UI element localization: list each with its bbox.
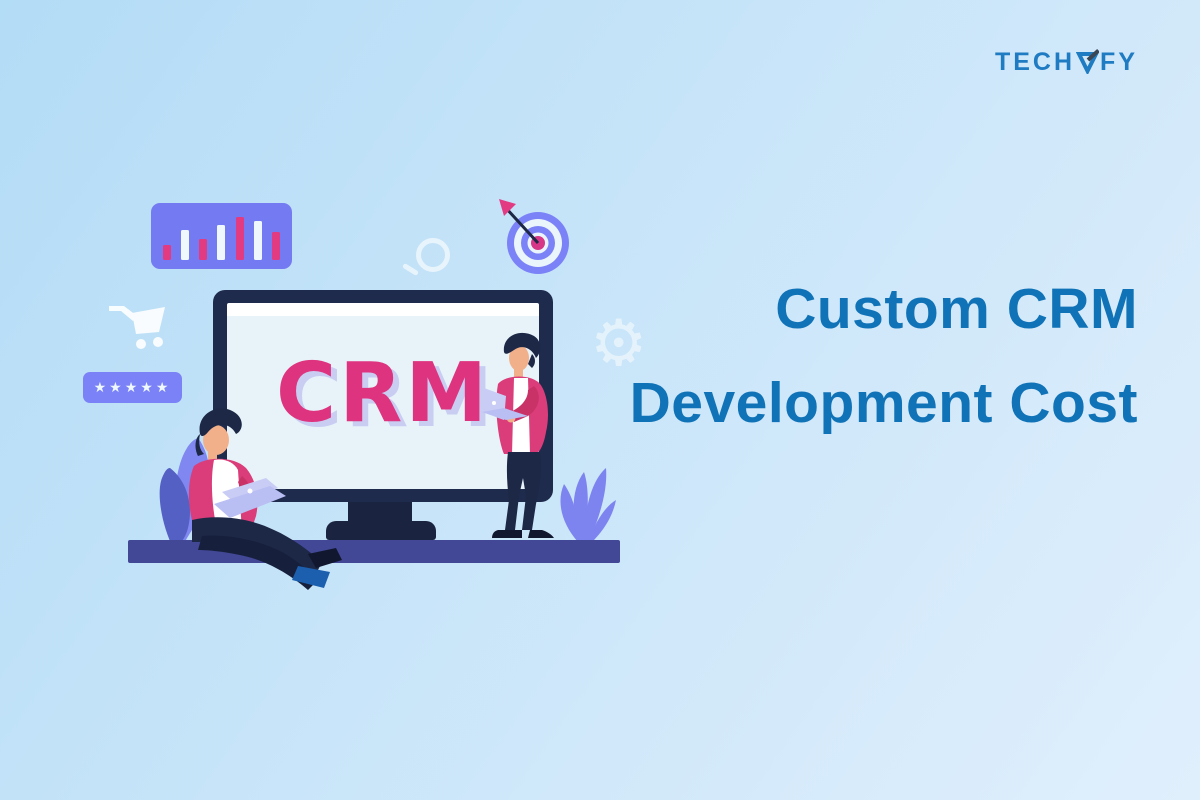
person-standing-shoe-right: [528, 530, 554, 538]
person-sitting-shoe-dark: [308, 548, 342, 568]
monitor-screen-text: CRM: [276, 345, 490, 441]
person-sitting: [188, 408, 342, 590]
person-standing-pants: [505, 452, 541, 530]
monitor-stand-base: [326, 521, 436, 540]
title-line-1: Custom CRM: [775, 277, 1138, 341]
search-icon-lens: [416, 238, 450, 272]
gear-icon: ⚙: [590, 307, 648, 381]
person-standing-face: [509, 345, 529, 371]
bar: [271, 232, 280, 260]
brand-logo-suffix: FY: [1100, 48, 1138, 76]
bar: [181, 230, 190, 260]
title-line-2: Development Cost: [629, 371, 1138, 435]
brand-logo: TECH FY: [995, 48, 1138, 77]
search-icon-handle: [401, 262, 420, 277]
page-title: Custom CRM Development Cost: [630, 281, 1138, 432]
person-standing-laptop-base: [482, 408, 528, 420]
bar: [163, 245, 171, 260]
search-icon: [398, 236, 450, 282]
bar: [253, 221, 262, 260]
bar-chart-bars: [163, 211, 280, 260]
bar: [199, 239, 208, 260]
bar: [235, 217, 244, 260]
plant-right: [560, 468, 616, 542]
person-sitting-laptop-base: [214, 486, 286, 518]
brand-logo-prefix: TECH: [994, 48, 1076, 76]
logo-v-icon: [1076, 49, 1100, 74]
bar-chart-icon: [151, 203, 292, 269]
person-standing-shoe-left: [492, 530, 522, 538]
person-sitting-face: [203, 425, 229, 455]
rating-badge: ★★★★★: [83, 372, 182, 403]
stars: ★★★★★: [93, 379, 172, 396]
target-dart-icon: [499, 199, 569, 274]
person-sitting-shoe-blue: [292, 566, 330, 588]
person-standing: [482, 332, 554, 538]
person-sitting-hair: [199, 408, 242, 437]
person-standing-hair: [503, 332, 541, 358]
bar: [217, 225, 226, 260]
shopping-cart-icon: [109, 306, 165, 349]
